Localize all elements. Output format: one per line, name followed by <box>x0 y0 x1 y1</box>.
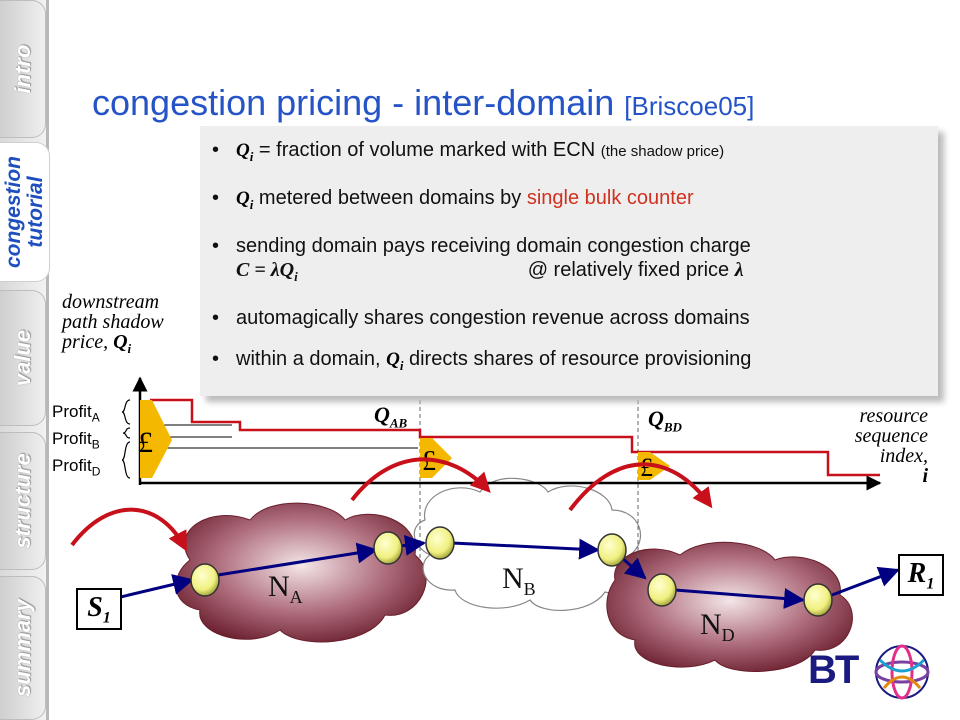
x-axis-label: resource sequence index, i <box>854 405 928 487</box>
router-node <box>425 526 455 560</box>
sender-box: S1 <box>76 588 122 630</box>
domain-b-label: NB <box>502 562 536 599</box>
link-b2-d1 <box>621 556 647 580</box>
flow-arrow-ab <box>350 457 491 502</box>
profit-d-brace <box>121 441 131 479</box>
coin-sender-symbol: £ <box>138 426 153 459</box>
tab-value[interactable]: value <box>0 290 46 426</box>
router-node <box>373 531 403 565</box>
bullet-1: Qi = fraction of volume marked with ECN … <box>212 138 928 169</box>
link-d1-d2 <box>674 588 806 609</box>
flow-arrow-sender <box>70 507 187 552</box>
profit-b-brace <box>122 427 131 439</box>
page-title-main: congestion pricing - inter-domain <box>92 82 615 123</box>
page-title-ref: [Briscoe05] <box>624 91 755 121</box>
link-d2-r1 <box>831 566 900 597</box>
coin-bd-symbol: £ <box>640 453 653 482</box>
link-a2-b1 <box>399 534 427 556</box>
profit-a-label: ProfitA <box>52 402 100 425</box>
tab-intro[interactable]: intro <box>0 0 46 138</box>
bullet-3: sending domain pays receiving domain con… <box>212 234 928 289</box>
cloud-domain-d <box>606 541 853 672</box>
bullet-4: automagically shares congestion revenue … <box>212 306 928 330</box>
bt-globe-icon <box>874 644 930 700</box>
meter-bd-label: QBD <box>648 406 682 435</box>
router-node <box>597 533 627 567</box>
sidebar-divider <box>46 0 49 720</box>
cloud-domain-a <box>175 502 427 643</box>
bullet-5: within a domain, Qi directs shares of re… <box>212 347 928 378</box>
link-a1-a2 <box>217 542 379 577</box>
domain-a-label: NA <box>268 570 303 607</box>
link-s1-a1 <box>107 574 195 602</box>
receiver-box: R1 <box>898 554 944 596</box>
domain-d-label: ND <box>700 608 735 645</box>
page-title: congestion pricing - inter-domain [Brisc… <box>92 82 754 124</box>
tab-summary[interactable]: summary <box>0 576 46 720</box>
flow-arrow-bd <box>568 462 713 512</box>
profit-a-brace <box>121 399 131 425</box>
meter-ab-label: QAB <box>374 402 408 431</box>
tab-structure[interactable]: structure <box>0 432 46 570</box>
bullet-list: Qi = fraction of volume marked with ECN … <box>200 126 938 377</box>
bullet-2: Qi metered between domains by single bul… <box>212 186 928 217</box>
bullet-box: Qi = fraction of volume marked with ECN … <box>200 126 938 396</box>
router-node <box>803 583 833 617</box>
profit-d-label: ProfitD <box>52 456 101 479</box>
router-node <box>190 563 220 597</box>
y-axis-label: downstream path shadow price, Qi <box>62 291 164 356</box>
bt-logo-text: BT <box>808 648 859 692</box>
profit-b-label: ProfitB <box>52 429 100 452</box>
router-node <box>647 573 677 607</box>
shadow-price-line <box>150 398 880 477</box>
coin-sender: £ <box>138 400 172 478</box>
bt-logo: BT <box>808 642 938 702</box>
link-b1-b2 <box>451 538 601 560</box>
